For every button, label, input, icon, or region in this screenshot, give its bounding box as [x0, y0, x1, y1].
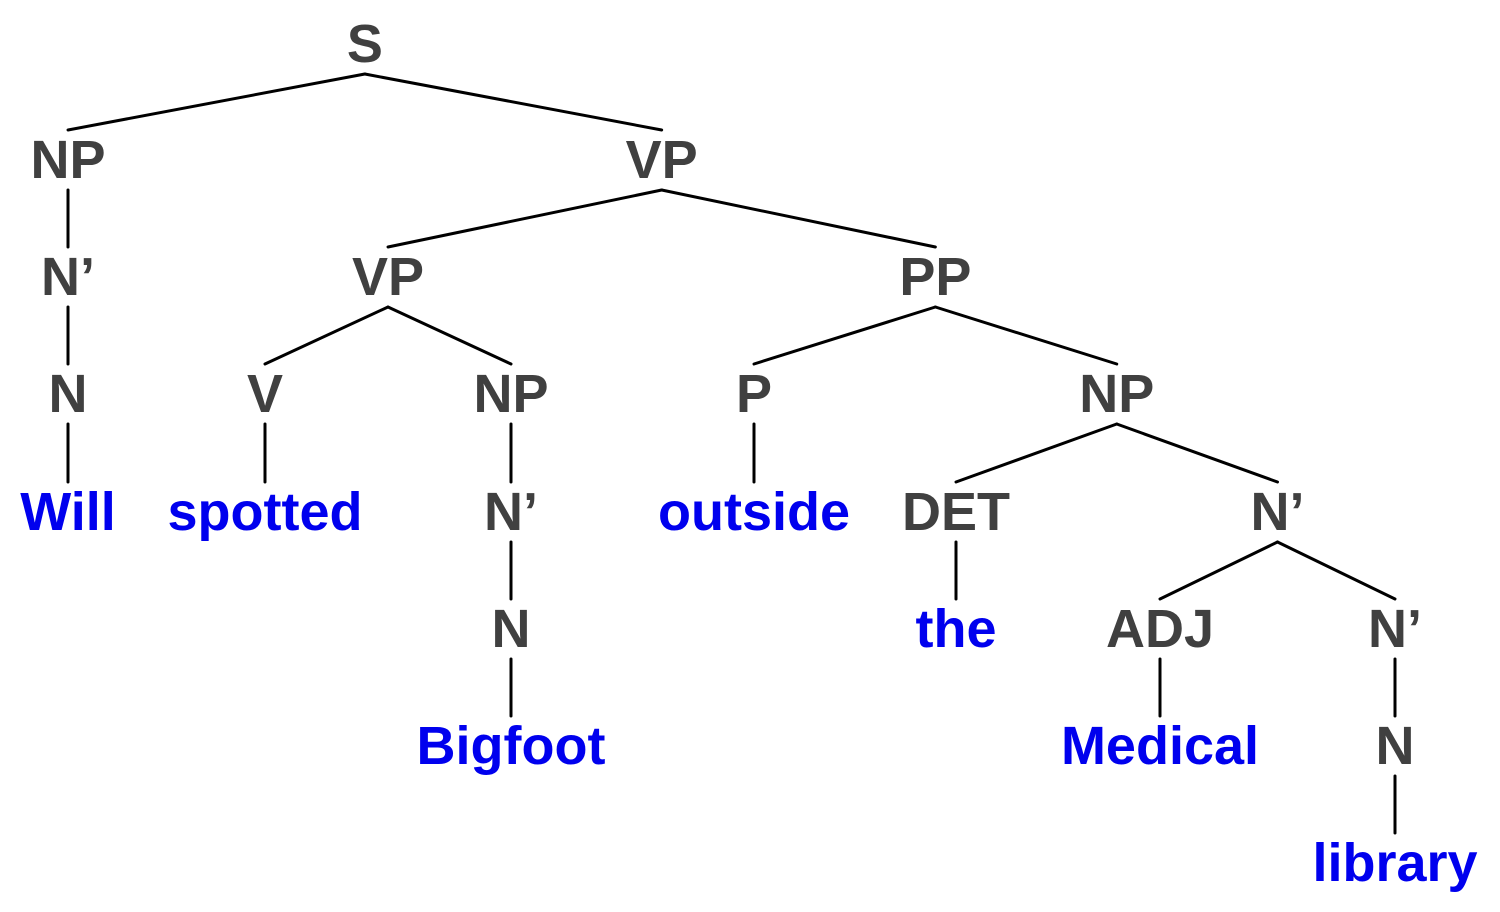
node-n-bar: N’	[1368, 599, 1422, 659]
word-will: Will	[20, 482, 116, 542]
node-det: DET	[902, 482, 1010, 542]
word-library: library	[1312, 833, 1477, 893]
edge-vp-to-v	[263, 305, 390, 366]
node-n: N	[492, 599, 531, 659]
edge-s-to-vp	[363, 72, 664, 132]
edge-pp-to-p	[752, 305, 937, 366]
node-np: NP	[30, 130, 105, 190]
edge-vp-to-pp	[660, 188, 937, 249]
node-p: P	[736, 364, 772, 424]
node-pp: PP	[899, 247, 971, 307]
node-n: N	[49, 364, 88, 424]
edge-np-to-det	[954, 422, 1119, 484]
word-bigfoot: Bigfoot	[417, 716, 606, 776]
word-the: the	[916, 599, 997, 659]
node-n-bar: N’	[484, 482, 538, 542]
node-adj: ADJ	[1106, 599, 1214, 659]
edge-s-to-np	[66, 72, 367, 132]
edge-n-bar-to-adj	[1158, 540, 1279, 601]
node-np: NP	[473, 364, 548, 424]
edge-vp-to-np	[386, 305, 513, 366]
edge-n-bar-to-n-bar	[1276, 540, 1397, 601]
word-medical: Medical	[1061, 716, 1259, 776]
node-n-bar: N’	[1251, 482, 1305, 542]
word-spotted: spotted	[168, 482, 363, 542]
node-n: N	[1376, 716, 1415, 776]
node-vp: VP	[352, 247, 424, 307]
word-outside: outside	[658, 482, 850, 542]
node-np: NP	[1079, 364, 1154, 424]
edge-vp-to-vp	[386, 188, 664, 249]
node-s: S	[347, 14, 383, 74]
edge-pp-to-np	[933, 305, 1119, 366]
node-v: V	[247, 364, 283, 424]
edge-np-to-n-bar	[1115, 422, 1279, 484]
node-n-bar: N’	[41, 247, 95, 307]
node-vp: VP	[626, 130, 698, 190]
